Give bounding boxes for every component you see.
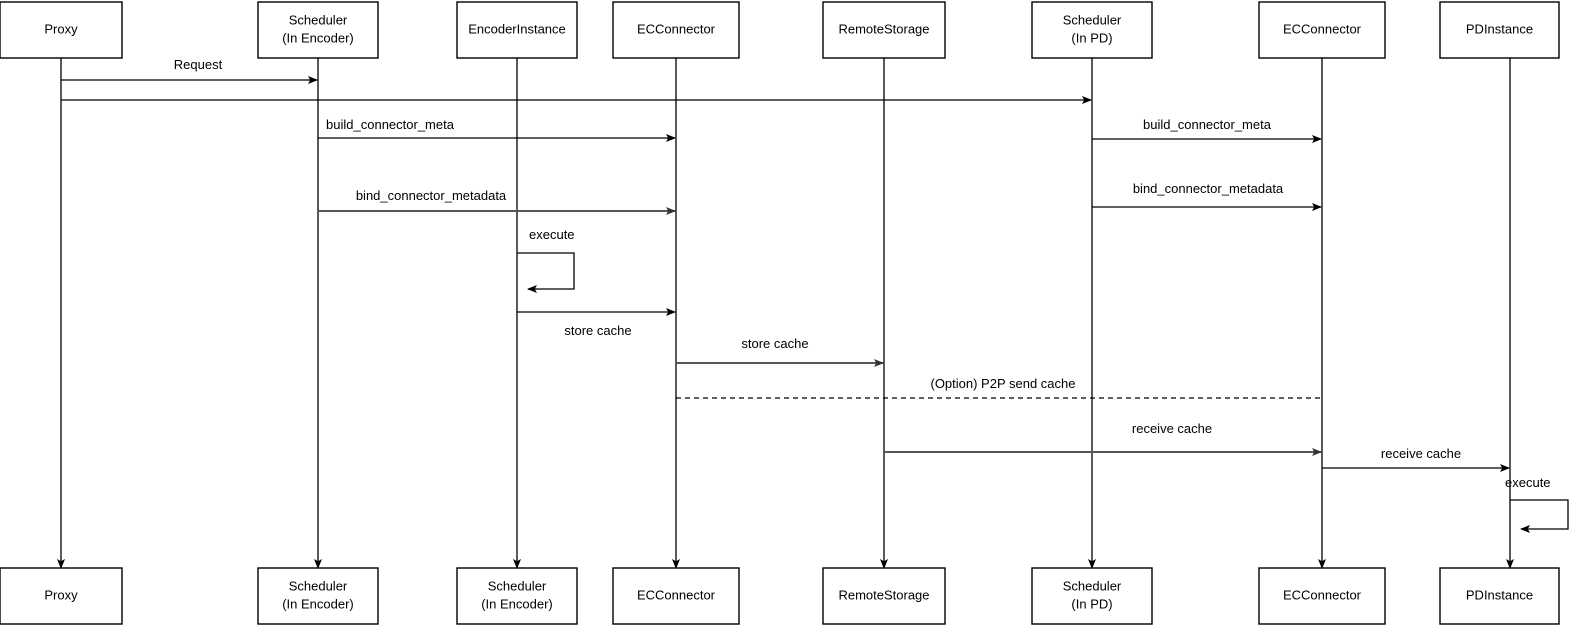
message-label-m9: (Option) P2P send cache [930, 376, 1075, 391]
participant-bottom-proxy-b-rect [0, 567, 123, 625]
message-m3[interactable]: build_connector_meta [318, 117, 676, 142]
participant-top-scheduler-pd[interactable]: Scheduler (In PD) [1031, 1, 1153, 59]
participant-top-proxy-label: Proxy [44, 21, 78, 36]
self-message-path-s1 [517, 252, 575, 293]
participant-top-pdinstance-label: PDInstance [1466, 21, 1533, 36]
participant-bottom-pdinstance-b-label: PDInstance [1466, 587, 1533, 602]
participant-top-encoder-inst[interactable]: EncoderInstance [456, 1, 578, 59]
message-m4[interactable]: build_connector_meta [1092, 117, 1322, 143]
message-m5[interactable]: bind_connector_metadata [318, 188, 676, 215]
participant-bottom-remote-storage-b-rect [822, 567, 946, 625]
participant-bottom-scheduler-enc-b-label-line2: (In Encoder) [282, 596, 354, 611]
messages-layer: Request build_connector_meta build_connect… [61, 57, 1510, 472]
participant-bottom-scheduler-pd-b-label-line1: Scheduler [1063, 578, 1122, 593]
participant-bottom-scheduler-enc-b[interactable]: Scheduler (In Encoder) [257, 567, 379, 625]
self-messages-layer: execute execute [517, 227, 1569, 533]
lifelines-layer [57, 58, 1514, 569]
message-label-m1: Request [174, 57, 223, 72]
participant-boxes-bottom: Proxy Scheduler (In Encoder) Scheduler (In E… [0, 567, 1560, 625]
participant-bottom-encoder-inst-b-label-line2: (In Encoder) [481, 596, 553, 611]
participant-top-scheduler-enc[interactable]: Scheduler (In Encoder) [257, 1, 379, 59]
participant-bottom-scheduler-enc-b-rect [257, 567, 379, 625]
participant-bottom-ecconnector-2-b[interactable]: ECConnector [1258, 567, 1386, 625]
participant-top-ecconnector-2-rect [1258, 1, 1386, 59]
message-label-m6: bind_connector_metadata [1133, 181, 1284, 196]
participant-bottom-remote-storage-b[interactable]: RemoteStorage [822, 567, 946, 625]
participant-top-scheduler-enc-label-line2: (In Encoder) [282, 30, 354, 45]
participant-top-scheduler-pd-label-line1: Scheduler [1063, 12, 1122, 27]
participant-top-encoder-inst-rect [456, 1, 578, 59]
participant-bottom-pdinstance-b-rect [1439, 567, 1560, 625]
participant-bottom-scheduler-pd-b-label-line2: (In PD) [1071, 596, 1112, 611]
participant-top-scheduler-enc-rect [257, 1, 379, 59]
participant-top-scheduler-pd-label-line2: (In PD) [1071, 30, 1112, 45]
participant-bottom-encoder-inst-b-label-line1: Scheduler [488, 578, 547, 593]
participant-top-proxy[interactable]: Proxy [0, 1, 123, 59]
participant-bottom-ecconnector-1-b[interactable]: ECConnector [612, 567, 740, 625]
participant-bottom-ecconnector-1-b-label: ECConnector [637, 587, 716, 602]
participant-top-scheduler-pd-rect [1031, 1, 1153, 59]
message-m6[interactable]: bind_connector_metadata [1092, 181, 1322, 211]
message-label-m4: build_connector_meta [1143, 117, 1272, 132]
participant-bottom-ecconnector-2-b-rect [1258, 567, 1386, 625]
message-m9[interactable]: (Option) P2P send cache [676, 376, 1322, 399]
message-label-m8: store cache [741, 336, 808, 351]
self-message-path-s2 [1510, 499, 1569, 533]
participant-boxes-top: Proxy Scheduler (In Encoder) EncoderInstanc… [0, 1, 1560, 59]
participant-top-ecconnector-1-label: ECConnector [637, 21, 716, 36]
message-label-m11: receive cache [1381, 446, 1461, 461]
participant-top-remote-storage-rect [822, 1, 946, 59]
message-label-m5: bind_connector_metadata [356, 188, 507, 203]
message-label-m7: store cache [564, 323, 631, 338]
message-m8[interactable]: store cache [676, 336, 884, 367]
participant-bottom-scheduler-pd-b-rect [1031, 567, 1153, 625]
message-m7[interactable]: store cache [517, 308, 676, 338]
self-message-label-s1: execute [529, 227, 575, 242]
participant-bottom-scheduler-enc-b-label-line1: Scheduler [289, 578, 348, 593]
message-label-m10: receive cache [1132, 421, 1212, 436]
participant-bottom-encoder-inst-b[interactable]: Scheduler (In Encoder) [456, 567, 578, 625]
participant-bottom-proxy-b[interactable]: Proxy [0, 567, 123, 625]
participant-top-pdinstance-rect [1439, 1, 1560, 59]
self-message-s1[interactable]: execute [517, 227, 575, 293]
participant-bottom-scheduler-pd-b[interactable]: Scheduler (In PD) [1031, 567, 1153, 625]
participant-top-remote-storage-label: RemoteStorage [838, 21, 929, 36]
message-m10[interactable]: receive cache [884, 421, 1322, 456]
participant-top-encoder-inst-label: EncoderInstance [468, 21, 566, 36]
participant-top-pdinstance[interactable]: PDInstance [1439, 1, 1560, 59]
message-m11[interactable]: receive cache [1322, 446, 1510, 472]
participant-top-ecconnector-1-rect [612, 1, 740, 59]
participant-bottom-pdinstance-b[interactable]: PDInstance [1439, 567, 1560, 625]
self-message-label-s2: execute [1505, 475, 1551, 490]
participant-bottom-encoder-inst-b-rect [456, 567, 578, 625]
message-m1[interactable]: Request [61, 57, 318, 84]
participant-top-remote-storage[interactable]: RemoteStorage [822, 1, 946, 59]
self-message-s2[interactable]: execute [1505, 475, 1569, 533]
participant-top-proxy-rect [0, 1, 123, 59]
participant-bottom-remote-storage-b-label: RemoteStorage [838, 587, 929, 602]
participant-bottom-ecconnector-2-b-label: ECConnector [1283, 587, 1362, 602]
participant-top-ecconnector-2[interactable]: ECConnector [1258, 1, 1386, 59]
participant-top-ecconnector-1[interactable]: ECConnector [612, 1, 740, 59]
participant-bottom-ecconnector-1-b-rect [612, 567, 740, 625]
participant-top-ecconnector-2-label: ECConnector [1283, 21, 1362, 36]
participant-top-scheduler-enc-label-line1: Scheduler [289, 12, 348, 27]
participant-bottom-proxy-b-label: Proxy [44, 587, 78, 602]
message-label-m3: build_connector_meta [326, 117, 455, 132]
